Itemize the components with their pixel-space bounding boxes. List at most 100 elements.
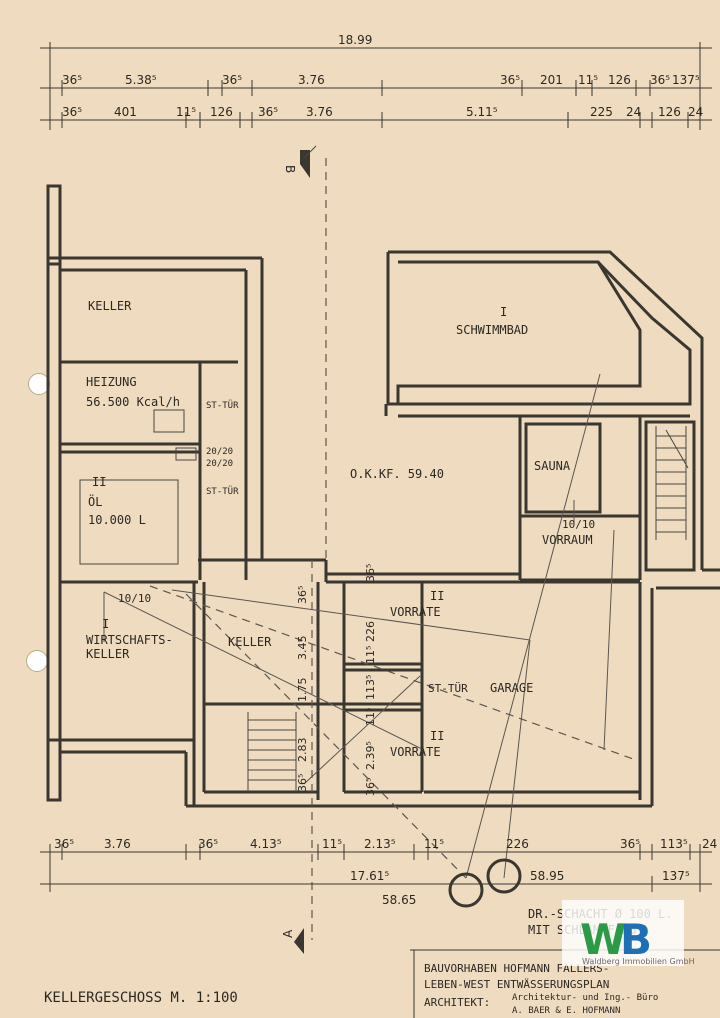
room-vorraum: VORRAUM	[542, 533, 593, 547]
vdim-1: 36⁵	[296, 586, 309, 604]
bottom-dimensions: 36⁵ 3.76 36⁵ 4.13⁵ 11⁵ 2.13⁵ 11⁵ 226 36⁵…	[40, 837, 717, 892]
room-vorrate-1-level: II	[430, 589, 444, 603]
manholes	[448, 858, 522, 908]
vdim-2: 3.45	[296, 636, 309, 661]
dim-top-4: 3.76	[298, 73, 325, 87]
vdim-3: 1.75	[296, 678, 309, 703]
room-sauna: SAUNA	[534, 459, 571, 473]
company-logo: W B Waldberg Immobilien GmbH	[562, 900, 695, 966]
manhole-level-2: 58.95	[530, 869, 564, 883]
vdim-7: 226	[364, 621, 377, 642]
dim-top-3: 36⁵	[222, 73, 242, 87]
dim-bottom-9: 36⁵	[620, 837, 640, 851]
dim-bottom-8: 226	[506, 837, 529, 851]
vdim-10: 11⁵	[364, 708, 377, 726]
dim-bottom-4: 4.13⁵	[250, 837, 282, 851]
room-wirtschaftskeller-size: 10/10	[118, 592, 151, 605]
door-size-1: 20/20	[206, 447, 233, 457]
vdim-8: 11⁵	[364, 646, 377, 664]
dim-bottom-end: 137⁵	[662, 869, 690, 883]
room-garage: GARAGE	[490, 681, 533, 695]
dim-top-10: 137⁵	[672, 73, 700, 87]
room-keller-lower: KELLER	[228, 635, 272, 649]
dim-bottom-10: 113⁵	[660, 837, 688, 851]
door-size-2: 20/20	[206, 459, 233, 469]
architect-name: A. BAER & E. HOFMANN	[512, 1006, 620, 1016]
dim-mid-4: 126	[210, 105, 233, 119]
section-line-b: B	[283, 145, 327, 560]
vdim-12: 36⁵	[364, 778, 377, 796]
dim-mid-1: 36⁵	[62, 105, 82, 119]
dim-bottom-1: 36⁵	[54, 837, 74, 851]
room-wirtschaftskeller-line1: WIRTSCHAFTS-	[86, 633, 173, 647]
dim-top-6: 201	[540, 73, 563, 87]
room-heizung-capacity: 56.500 Kcal/h	[86, 395, 180, 409]
room-oel-level: II	[92, 475, 106, 489]
dim-bottom-3: 36⁵	[198, 837, 218, 851]
logo-letter-w: W	[580, 915, 626, 964]
section-mark-b: B	[283, 165, 297, 173]
dim-overall: 18.99	[338, 33, 372, 47]
walls	[46, 184, 720, 808]
dim-bottom-2: 3.76	[104, 837, 131, 851]
titleblock-line-3: ARCHITEKT:	[424, 996, 490, 1009]
logo-letter-b: B	[620, 915, 652, 964]
dim-bottom-total: 17.61⁵	[350, 869, 389, 883]
dim-mid-10: 126	[658, 105, 681, 119]
room-oel: ÖL	[88, 493, 102, 509]
dim-mid-3: 11⁵	[176, 105, 196, 119]
logo-caption: Waldberg Immobilien GmbH	[582, 957, 695, 966]
dim-mid-9: 24	[626, 105, 641, 119]
dim-top-8: 126	[608, 73, 631, 87]
dim-bottom-11: 24	[702, 837, 717, 851]
room-wirtschaftskeller-line2: KELLER	[86, 647, 130, 661]
dim-mid-8: 225	[590, 105, 613, 119]
room-vorrate-2-level: II	[430, 729, 444, 743]
dim-mid-2: 401	[114, 105, 137, 119]
room-st-tuer-1: ST-TÜR	[206, 400, 239, 411]
room-okf-level: O.K.KF. 59.40	[350, 467, 444, 481]
stairs-right	[655, 426, 689, 540]
room-st-tuer-3: ST-TÜR	[428, 682, 468, 695]
dim-bottom-7: 11⁵	[424, 837, 444, 851]
vdim-5: 36⁵	[296, 774, 309, 792]
oil-tank-outline	[79, 479, 179, 565]
dim-mid-5: 36⁵	[258, 105, 278, 119]
vdim-4: 2.83	[296, 738, 309, 763]
plan-title: KELLERGESCHOSS M. 1:100	[44, 990, 238, 1006]
room-vorraum-size: 10/10	[562, 518, 595, 531]
room-wirtschaftskeller-level: I	[102, 617, 109, 631]
top-dimensions: 18.99 36⁵ 5.38⁵ 36⁵ 3.76 36⁵ 201 11⁵ 126…	[40, 33, 712, 130]
room-oel-volume: 10.000 L	[88, 513, 146, 527]
manhole-2	[486, 858, 522, 894]
dim-top-2: 5.38⁵	[125, 73, 157, 87]
dim-top-5: 36⁵	[500, 73, 520, 87]
titleblock-line-2: LEBEN-WEST ENTWÄSSERUNGSPLAN	[424, 978, 609, 991]
room-st-tuer-2: ST-TÜR	[206, 486, 239, 497]
section-line-a: A	[281, 560, 313, 954]
dim-bottom-5: 11⁵	[322, 837, 342, 851]
boiler-outline	[153, 409, 185, 433]
dim-mid-11: 24	[688, 105, 703, 119]
vdim-6: 36⁵	[364, 564, 377, 582]
vertical-dimensions: 36⁵ 3.45 1.75 2.83 36⁵ 36⁵ 226 11⁵ 113⁵ …	[296, 564, 377, 796]
room-keller-upper: KELLER	[88, 299, 132, 313]
stairs-left	[247, 712, 297, 792]
room-heizung: HEIZUNG	[86, 375, 137, 389]
room-labels: KELLER HEIZUNG 56.500 Kcal/h II ÖL 10.00…	[86, 299, 595, 759]
dim-top-1: 36⁵	[62, 73, 82, 87]
vdim-9: 113⁵	[364, 675, 377, 700]
section-mark-a: A	[281, 929, 295, 938]
dim-top-7: 11⁵	[578, 73, 598, 87]
vdim-11: 2.39⁵	[364, 741, 377, 770]
dim-mid-6: 3.76	[306, 105, 333, 119]
architect-subtitle: Architektur- und Ing.- Büro	[512, 993, 658, 1003]
dim-bottom-6: 2.13⁵	[364, 837, 396, 851]
room-vorrate-2: VORRATE	[390, 745, 441, 759]
manhole-level-1: 58.65	[382, 893, 416, 907]
room-vorrate-1: VORRATE	[390, 605, 441, 619]
manhole-1	[448, 872, 484, 908]
dim-mid-7: 5.11⁵	[466, 105, 498, 119]
room-schwimmbad: SCHWIMMBAD	[456, 323, 528, 337]
